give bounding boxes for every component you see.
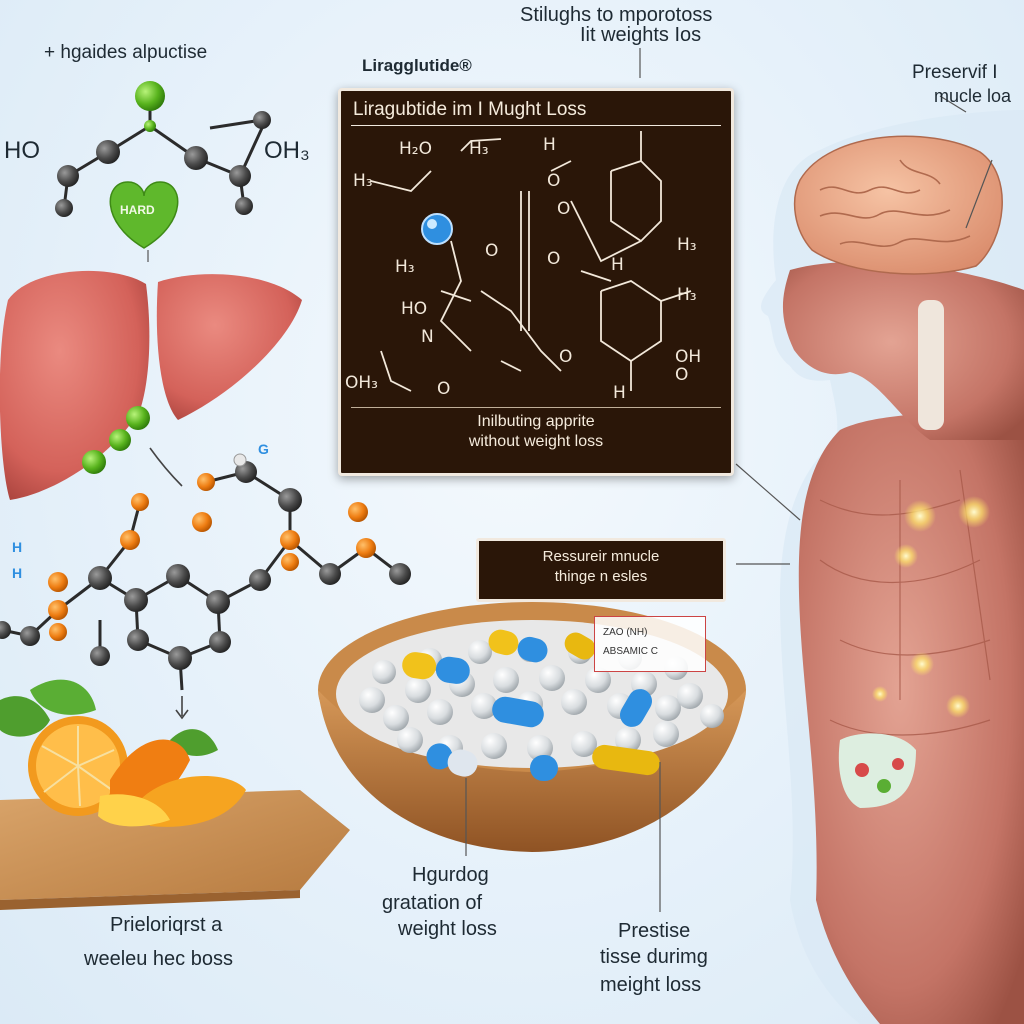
caption-bottom-left-line2: weeleu hec boss <box>84 948 233 970</box>
mid-molecule-label-h1: H <box>12 539 23 555</box>
molecule-top-atoms <box>55 81 271 217</box>
capsules <box>402 629 660 781</box>
left-label: + hgaides alpuctise <box>44 42 208 63</box>
board-atom: OH₃ <box>345 373 378 393</box>
caption-bottom-right-line3: meight loss <box>600 974 702 996</box>
top-title-line1: Stilughs to mporotoss <box>520 4 713 26</box>
right-label-line2: mucle loa <box>934 86 1012 106</box>
board-divider <box>351 125 721 126</box>
molecule-left-group: HO <box>4 137 40 164</box>
board-atom: O <box>559 347 573 367</box>
caption-bottom-right-line2: tisse durimg <box>600 946 708 968</box>
board-atom: H₃ <box>353 171 373 191</box>
board-atom: H <box>611 255 624 275</box>
board-title: Liragubtide im I Mught Loss <box>353 99 587 120</box>
chemical-structure-board: Liragubtide im I Mught Loss H₂O H₃ H H₃ … <box>338 88 734 476</box>
caption-bottom-mid-line3: weight loss <box>398 918 497 940</box>
board-atom: H₃ <box>469 139 489 159</box>
human-anatomy <box>761 110 1024 1024</box>
muscle-box-line1: Ressureir mnucle <box>542 548 660 565</box>
heart-label: HARD <box>120 203 155 217</box>
down-arrow <box>175 696 189 720</box>
board-subtitle-line1: Inilbuting apprite <box>477 413 595 430</box>
board-atom: H₃ <box>677 285 697 305</box>
pill-tag: ZAO (NH) ABSAMIC C <box>594 616 706 672</box>
board-atom: H <box>613 383 626 403</box>
board-atom: O <box>485 241 499 261</box>
leader-lines <box>147 48 993 912</box>
molecule-right-group: OH₃ <box>264 137 310 164</box>
board-atom: H₃ <box>395 257 415 277</box>
pill-tag-line2: ABSAMIC C <box>603 646 659 657</box>
board-atom: H₃ <box>677 235 697 255</box>
board-atom: H₂O <box>399 139 432 159</box>
board-atom: N <box>421 327 434 347</box>
muscle-preservation-box: Ressureir mnucle thinge n esles <box>476 538 726 602</box>
pill-tag-line1: ZAO (NH) <box>603 627 648 638</box>
caption-bottom-mid-line1: Hgurdog <box>412 864 489 886</box>
heart-icon <box>109 181 179 249</box>
mid-molecule-label-h2: H <box>12 565 23 581</box>
drug-label: Liragglutide® <box>362 56 472 75</box>
board-atom: O <box>675 365 689 385</box>
board-atom: O <box>547 171 561 191</box>
liver-illustration <box>0 270 302 500</box>
curved-arrow <box>149 447 183 487</box>
board-atom: O <box>557 199 571 219</box>
board-atom: O <box>547 249 561 269</box>
right-label-line1: Preservif I <box>912 62 998 83</box>
mid-molecule-label-g: G <box>258 441 269 457</box>
caption-bottom-left-line1: Prieloriqrst a <box>110 914 223 936</box>
muscle-box-line2: thinge n esles <box>554 567 648 585</box>
board-atom: HO <box>401 299 428 319</box>
board-subtitle-line2: without weight loss <box>468 433 604 450</box>
fruit-cutting-board <box>0 679 350 910</box>
caption-bottom-mid-line2: gratation of <box>382 892 483 914</box>
board-structure-lines <box>370 131 692 392</box>
board-atom: O <box>437 379 451 399</box>
top-title-line2: Iit weights Ios <box>580 24 702 46</box>
molecule-mid-atoms <box>0 453 411 670</box>
board-atom: H <box>543 135 556 155</box>
board-divider-lower <box>351 407 721 408</box>
caption-bottom-right-line1: Prestise <box>618 920 691 942</box>
board-atom: OH <box>675 347 702 367</box>
